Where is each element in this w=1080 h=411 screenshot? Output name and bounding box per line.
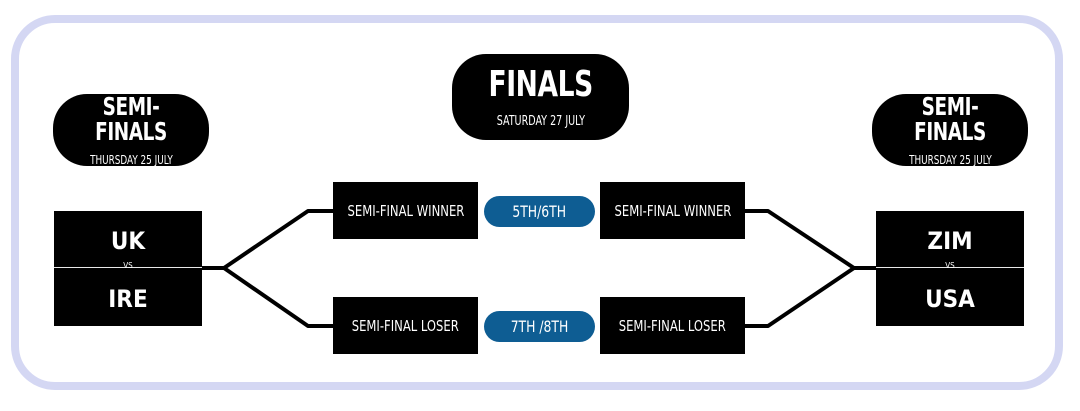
placement-label: 5TH/6TH <box>512 202 567 221</box>
vs-label: VS <box>123 261 133 270</box>
team-divider <box>54 267 202 268</box>
slot-label: SEMI-FINAL WINNER <box>614 201 731 220</box>
placement-badge-5th-6th: 5TH/6TH <box>484 196 595 227</box>
semi-final-winner-right: SEMI-FINAL WINNER <box>600 182 745 239</box>
semi-final-winner-left: SEMI-FINAL WINNER <box>333 182 478 239</box>
semi-finals-right-header: SEMI-FINALS THURSDAY 25 JULY <box>872 94 1028 166</box>
semi-finals-right-title: SEMI-FINALS <box>914 92 986 146</box>
team-usa: USA <box>925 285 975 313</box>
semi-final-loser-right: SEMI-FINAL LOSER <box>600 297 745 354</box>
semi-final-loser-left: SEMI-FINAL LOSER <box>333 297 478 354</box>
semi-finals-left-header: SEMI-FINALS THURSDAY 25 JULY <box>53 94 209 166</box>
finals-date: SATURDAY 27 JULY <box>496 113 585 129</box>
team-ire: IRE <box>108 285 148 313</box>
semi-finals-right-date: THURSDAY 25 JULY <box>908 153 992 167</box>
finals-title: FINALS <box>488 63 593 105</box>
slot-label: SEMI-FINAL LOSER <box>618 316 727 335</box>
connector-right-winner <box>745 209 876 270</box>
semi-final-left-match: UK VS IRE <box>54 211 202 326</box>
team-zim: ZIM <box>927 227 973 255</box>
team-divider <box>876 267 1024 268</box>
vs-label: VS <box>945 261 955 270</box>
connector-left-loser <box>222 266 333 328</box>
finals-header: FINALS SATURDAY 27 JULY <box>452 54 629 140</box>
team-uk: UK <box>110 227 146 255</box>
placement-label: 7TH /8TH <box>510 317 569 336</box>
semi-final-right-match: ZIM VS USA <box>876 211 1024 326</box>
slot-label: SEMI-FINAL LOSER <box>351 316 460 335</box>
semi-finals-left-date: THURSDAY 25 JULY <box>89 153 173 167</box>
placement-badge-7th-8th: 7TH /8TH <box>484 311 595 342</box>
slot-label: SEMI-FINAL WINNER <box>347 201 464 220</box>
connector-left-winner <box>202 209 333 270</box>
semi-finals-left-title: SEMI-FINALS <box>95 92 167 146</box>
connector-right-loser <box>745 266 856 328</box>
